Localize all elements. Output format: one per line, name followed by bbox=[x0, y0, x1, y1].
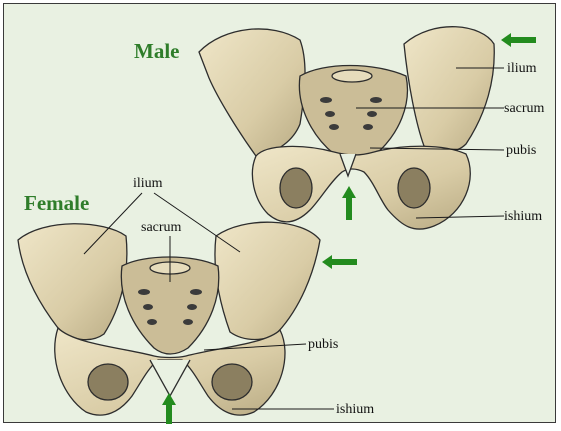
female-left-ilium bbox=[18, 224, 127, 340]
arrow-up-icon bbox=[342, 186, 356, 220]
male-left-ilium bbox=[199, 29, 305, 156]
male-pubis-label: pubis bbox=[506, 143, 536, 159]
female-pelvis bbox=[18, 222, 320, 415]
female-right-obturator bbox=[212, 364, 252, 400]
female-left-obturator bbox=[88, 364, 128, 400]
female-pubis-label: pubis bbox=[308, 337, 338, 353]
male-ilium-label: ilium bbox=[507, 61, 537, 77]
female-title: Female bbox=[24, 191, 89, 216]
female-ischium-label: ishium bbox=[336, 402, 374, 418]
male-title: Male bbox=[134, 39, 179, 64]
female-right-ilium bbox=[215, 222, 320, 339]
arrow-up-icon bbox=[162, 393, 176, 424]
male-left-obturator bbox=[280, 168, 312, 208]
male-right-ilium bbox=[404, 27, 494, 152]
male-sacrum-label: sacrum bbox=[504, 101, 544, 117]
arrow-left-icon bbox=[322, 255, 357, 269]
male-ischium-label: ishium bbox=[504, 209, 542, 225]
arrow-left-icon bbox=[501, 33, 536, 47]
male-right-obturator bbox=[398, 168, 430, 208]
pelvis-diagram: Male Female ilium sacrum pubis ishium il… bbox=[3, 3, 556, 423]
female-sacrum-label: sacrum bbox=[141, 220, 181, 236]
female-ilium-label: ilium bbox=[133, 176, 163, 192]
